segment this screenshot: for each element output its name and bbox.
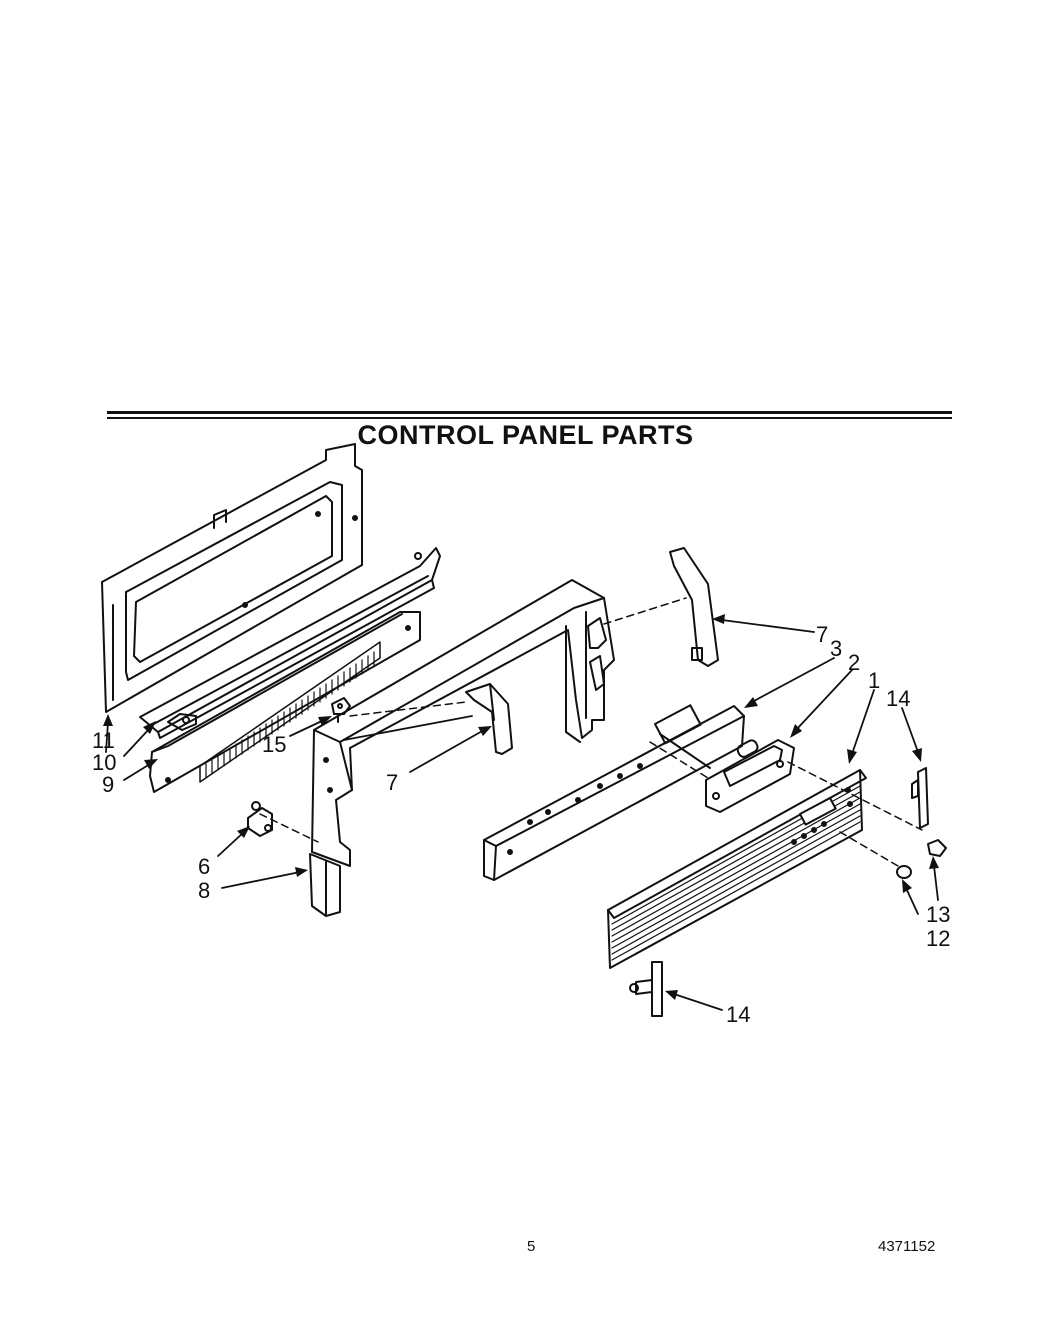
- callout-8: 8: [198, 878, 210, 903]
- part-1-control-panel-overlay: [607, 769, 867, 969]
- part-7-end-cap-right: [669, 547, 719, 667]
- callout-6: 6: [198, 854, 210, 879]
- callout-9: 9: [102, 772, 114, 797]
- vent-slots: [205, 651, 375, 779]
- callout-2: 2: [848, 650, 860, 675]
- callout-7-right: 7: [816, 622, 828, 647]
- part-6-clip: [247, 801, 273, 837]
- part-14-bracket-bottom: [629, 961, 663, 1017]
- callout-1: 1: [868, 668, 880, 693]
- part-15-clip: [331, 697, 351, 723]
- callout-3: 3: [830, 636, 842, 661]
- callout-14-bottom: 14: [726, 1002, 750, 1027]
- part-13-knob: [927, 839, 947, 857]
- alignment-lines: [259, 597, 923, 867]
- page-title: CONTROL PANEL PARTS: [357, 420, 694, 450]
- document-number: 4371152: [878, 1238, 936, 1255]
- title-rule-top: [107, 411, 952, 414]
- part-10-channel: [139, 547, 441, 739]
- part-8-bracket-leg: [309, 853, 341, 917]
- part-2-control-assembly: [705, 739, 795, 813]
- part-11-rear-panel: [101, 443, 363, 713]
- title-rule-bottom: [107, 417, 952, 419]
- part-12-knob: [896, 865, 912, 879]
- callout-15: 15: [262, 732, 286, 757]
- callout-10: 10: [92, 750, 116, 775]
- callout-12: 12: [926, 926, 950, 951]
- callout-14-right: 14: [886, 686, 910, 711]
- leader-lines: [103, 614, 939, 1011]
- part-14-bracket-right: [911, 767, 929, 829]
- part-7-end-cap-center: [465, 683, 513, 755]
- main-frame: [311, 579, 615, 867]
- callout-numbers: 1 2 3 7 7 6 8 9 10 11 15 14 13 12 14: [92, 622, 950, 1027]
- page-number: 5: [527, 1238, 536, 1255]
- part-3-control-channel: [483, 704, 745, 881]
- callout-7-center: 7: [386, 770, 398, 795]
- part-9-vent-strip: [149, 611, 421, 793]
- callout-11: 11: [92, 728, 115, 753]
- callout-13: 13: [926, 902, 950, 927]
